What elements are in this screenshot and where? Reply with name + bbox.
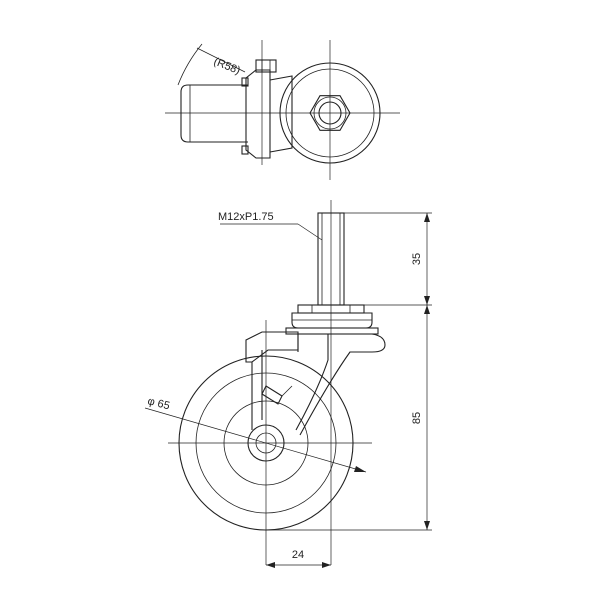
height-label: 85: [411, 412, 423, 424]
brake-plate-top: [245, 69, 271, 159]
side-view: φ 65 M12xP1.75 35 85 24: [144, 200, 432, 568]
stem-length-label: 35: [411, 253, 423, 265]
swivel-raceway: [291, 312, 373, 329]
radius-label: (R58): [212, 56, 242, 77]
top-view: (R58): [165, 40, 400, 180]
radius-leader: [196, 47, 246, 73]
wheel-top-body: [180, 84, 248, 143]
bolt-head: [255, 59, 277, 73]
fork-arm: [299, 333, 386, 436]
radius-arc: [177, 43, 203, 86]
brake-stopper: [261, 385, 283, 405]
diameter-label: φ 65: [146, 395, 171, 412]
thread-label: M12xP1.75: [218, 211, 274, 223]
thread-leader: [297, 223, 323, 241]
diameter-dim-line: [144, 407, 367, 473]
offset-label: 24: [292, 549, 304, 561]
brake-lever: [245, 331, 299, 363]
